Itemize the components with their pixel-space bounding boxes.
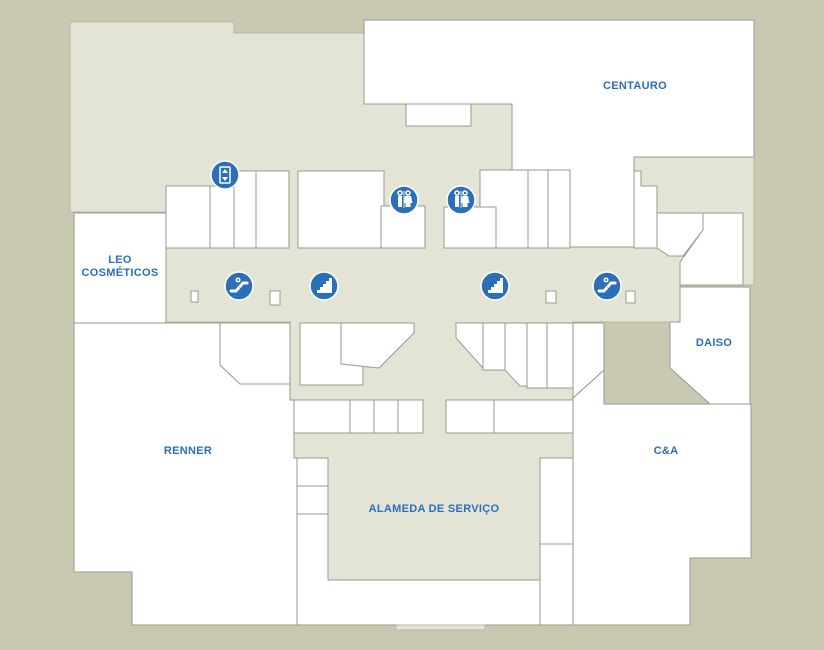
escalator-icon[interactable] [224,271,254,301]
store-unit[interactable] [165,185,211,249]
restroom-icon[interactable] [389,185,419,215]
store-unit[interactable] [397,399,424,434]
store-unit[interactable] [546,322,574,389]
restroom-icon[interactable] [446,185,476,215]
store-unit[interactable] [539,543,574,626]
kiosk[interactable] [545,290,557,304]
store-unit[interactable] [293,399,351,434]
entrance-marker [395,624,486,631]
store-unit[interactable] [526,322,548,389]
label-leo-line2: COSMÉTICOS [82,266,159,279]
store-unit[interactable] [255,170,290,249]
store-unit[interactable] [373,399,399,434]
store-unit[interactable] [493,399,574,434]
kiosk[interactable] [190,290,199,303]
label-centauro: CENTAURO [603,80,667,92]
label-alameda-de-servico: ALAMEDA DE SERVIÇO [369,503,500,515]
store-unit[interactable] [527,169,549,249]
store-unit[interactable] [572,322,605,400]
store-small[interactable] [405,103,472,127]
store-unit[interactable] [633,170,658,249]
store-leo-cosmeticos[interactable] [73,212,167,324]
store-unit[interactable] [539,457,574,545]
label-daiso: DAISO [696,337,732,349]
store-unit[interactable] [296,513,541,626]
label-cea: C&A [654,445,679,457]
store-unit[interactable] [482,322,506,371]
store-unit[interactable] [679,212,744,286]
store-unit[interactable] [340,322,415,369]
store-daiso[interactable] [669,286,751,405]
store-unit[interactable] [349,399,375,434]
store-unit[interactable] [504,322,528,387]
label-renner: RENNER [164,445,212,457]
stairs-icon[interactable] [480,271,510,301]
store-unit[interactable] [219,322,291,385]
elevator-icon[interactable] [210,160,240,190]
store-unit[interactable] [296,485,329,515]
stairs-icon[interactable] [309,271,339,301]
store-unit[interactable] [445,399,495,434]
store-unit[interactable] [547,169,571,249]
label-leo-line1: LEO [108,254,132,266]
store-unit[interactable] [209,185,235,249]
store-unit[interactable] [479,169,529,249]
kiosk[interactable] [625,290,636,304]
escalator-icon[interactable] [592,271,622,301]
store-cea[interactable] [572,368,752,626]
store-unit[interactable] [443,206,497,249]
store-unit[interactable] [297,170,385,249]
kiosk[interactable] [269,290,281,306]
store-unit[interactable] [296,457,329,487]
